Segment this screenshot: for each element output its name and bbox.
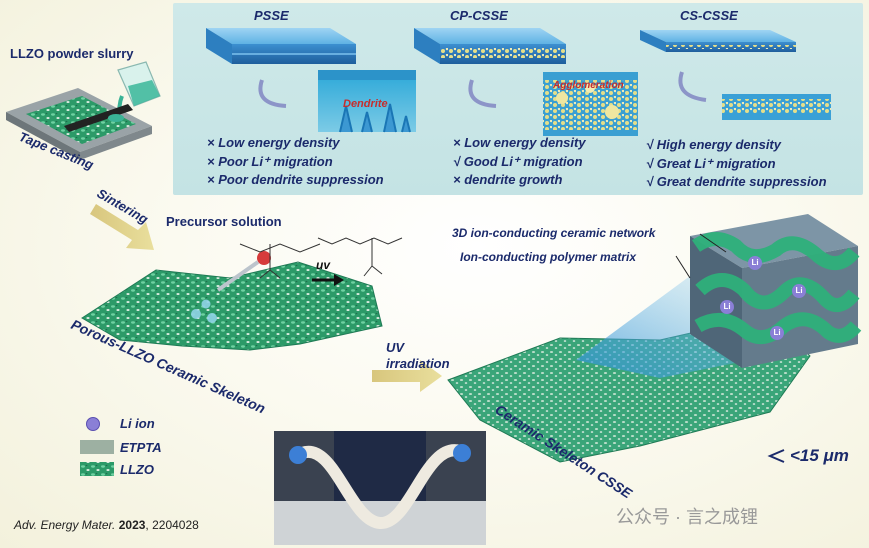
- psse-properties: × Low energy density × Poor Li⁺ migratio…: [207, 134, 384, 190]
- porous-llzo-skeleton: [81, 261, 383, 351]
- agglomeration-inset: [543, 72, 638, 136]
- watermark: 公众号 · 言之成锂: [616, 507, 758, 527]
- li-ion-swatch: [86, 417, 100, 431]
- polymer-label: Ion-conducting polymer matrix: [460, 250, 637, 264]
- property-line: × Low energy density: [453, 135, 586, 150]
- uv-irradiation-line: irradiation: [386, 356, 450, 371]
- uv-irradiation-line: UV: [386, 340, 405, 355]
- psse-slab: [206, 28, 356, 64]
- uv-label: uv: [316, 258, 331, 272]
- legend-li-ion: Li ion: [120, 416, 155, 431]
- property-line: × Low energy density: [207, 135, 340, 150]
- beaker-icon: [117, 61, 161, 119]
- thickness-label: <15 μm: [790, 446, 849, 465]
- curved-arrow-icon: [258, 79, 287, 108]
- curved-arrow-icon: [468, 79, 497, 108]
- curved-arrow-icon: [678, 71, 707, 102]
- network-pointer: [699, 233, 727, 253]
- uv-irradiation-arrow: [372, 360, 442, 392]
- dendrite-inset: [318, 70, 416, 133]
- cp-csse-slab: [414, 28, 566, 64]
- property-line: √ Great dendrite suppression: [646, 174, 827, 189]
- dropper-icon: [191, 251, 271, 323]
- flexible-film-photo: [274, 431, 486, 545]
- citation-journal: Adv. Energy Mater.: [14, 518, 116, 532]
- citation-year: 2023: [118, 518, 146, 532]
- legend-llzo: LLZO: [120, 462, 154, 477]
- li-ion-marker: Li: [770, 326, 784, 340]
- psse-title: PSSE: [254, 8, 289, 23]
- sintering-arrow: [90, 204, 154, 250]
- dendrite-label: Dendrite: [343, 98, 388, 110]
- cp-csse-title: CP-CSSE: [450, 8, 508, 23]
- property-line: × Poor dendrite suppression: [207, 172, 384, 187]
- cs-csse-slab: [640, 30, 796, 52]
- llzo-swatch: [80, 462, 114, 476]
- li-ion-marker: Li: [792, 284, 806, 298]
- network-label: 3D ion-conducting ceramic network: [452, 226, 656, 240]
- li-ion-marker: Li: [720, 300, 734, 314]
- network-cube: [690, 214, 862, 368]
- property-line: × dendrite growth: [453, 172, 563, 187]
- property-line: √ Good Li⁺ migration: [453, 153, 583, 169]
- monomer-structure: [239, 237, 403, 279]
- agglomeration-label: Agglomeration: [553, 80, 624, 91]
- uv-irradiation-label: UV irradiation: [386, 340, 450, 372]
- cs-csse-inset: [722, 94, 831, 120]
- thickness-bracket-icon: [767, 449, 785, 463]
- cs-csse-title: CS-CSSE: [680, 8, 738, 23]
- citation: Adv. Energy Mater. 2023, 2204028: [14, 518, 199, 532]
- cs-csse-properties: √ High energy density √ Great Li⁺ migrat…: [646, 136, 827, 192]
- property-line: √ Great Li⁺ migration: [646, 155, 776, 171]
- citation-article: , 2204028: [145, 518, 199, 532]
- legend-etpta: ETPTA: [120, 440, 162, 455]
- cp-csse-properties: × Low energy density √ Good Li⁺ migratio…: [453, 134, 586, 190]
- precursor-label: Precursor solution: [166, 214, 282, 229]
- property-line: × Poor Li⁺ migration: [207, 153, 333, 169]
- uv-reaction-arrow: [312, 274, 344, 286]
- tape-casting-device: [6, 88, 152, 160]
- etpta-swatch: [80, 440, 114, 454]
- slurry-label: LLZO powder slurry: [10, 46, 134, 61]
- property-line: √ High energy density: [646, 137, 781, 152]
- li-ion-marker: Li: [748, 256, 762, 270]
- polymer-pointer: [675, 255, 691, 279]
